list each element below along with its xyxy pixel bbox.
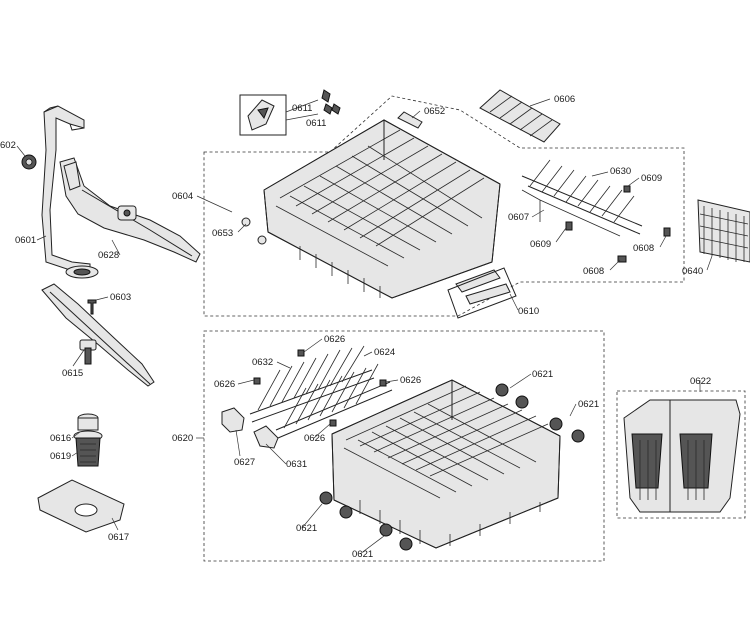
label-0621-b: 0621: [578, 399, 599, 410]
label-0632: 0632: [252, 357, 273, 368]
handle-part: [447, 267, 517, 319]
label-602: 602: [0, 140, 16, 151]
label-0628: 0628: [98, 250, 119, 261]
top-tray: [479, 89, 561, 143]
label-0603: 0603: [110, 292, 131, 303]
label-0601: 0601: [15, 235, 36, 246]
lower-rack: [331, 379, 561, 549]
leader-lines: [16, 98, 713, 555]
label-0621-c: 0621: [296, 523, 317, 534]
label-0608-b: 0608: [583, 266, 604, 277]
label-0611-b: 0611: [306, 118, 326, 129]
label-0611-a: 0611: [292, 103, 312, 114]
label-0609-b: 0609: [530, 239, 551, 250]
label-0621-d: 0621: [352, 549, 373, 560]
label-0652: 0652: [424, 106, 445, 117]
tine-row-upper: [521, 159, 671, 263]
label-0653: 0653: [212, 228, 233, 239]
label-0631: 0631: [286, 459, 307, 470]
label-0621-a: 0621: [532, 369, 553, 380]
label-0626-a: 0626: [324, 334, 345, 345]
label-0619: 0619: [50, 451, 71, 462]
label-0626-b: 0626: [214, 379, 235, 390]
cutlery-basket-small: [697, 199, 750, 263]
clip-group: [239, 89, 341, 136]
label-0627: 0627: [234, 457, 255, 468]
label-0607: 0607: [508, 212, 529, 223]
label-0630: 0630: [610, 166, 631, 177]
label-0617: 0617: [108, 532, 129, 543]
label-0624: 0624: [374, 347, 395, 358]
label-0606: 0606: [554, 94, 575, 105]
label-0620: 0620: [172, 433, 193, 444]
upper-rack: [241, 119, 501, 299]
part-labels: 602 0601 0628 0603 0615 0616 0619 0617 0…: [0, 94, 711, 560]
rail-part: [397, 111, 423, 129]
label-0604: 0604: [172, 191, 193, 202]
label-0615: 0615: [62, 368, 83, 379]
cutlery-basket-large: [623, 399, 741, 513]
label-0626-c: 0626: [400, 375, 421, 386]
label-0616: 0616: [50, 433, 71, 444]
basket-boundary: [616, 390, 746, 519]
upper-rack-boundary: [203, 95, 685, 317]
label-0609-a: 0609: [641, 173, 662, 184]
label-0626-d: 0626: [304, 433, 325, 444]
label-0608-a: 0608: [633, 243, 654, 254]
lower-tine-rows: [249, 345, 393, 439]
lower-rack-boundary: [203, 330, 605, 562]
label-0610: 0610: [518, 306, 539, 317]
spray-arm-assembly: [21, 105, 201, 533]
label-0622: 0622: [690, 376, 711, 387]
label-0640: 0640: [682, 266, 703, 277]
rack-wheels: [319, 383, 585, 551]
rack-clips: [221, 407, 279, 449]
